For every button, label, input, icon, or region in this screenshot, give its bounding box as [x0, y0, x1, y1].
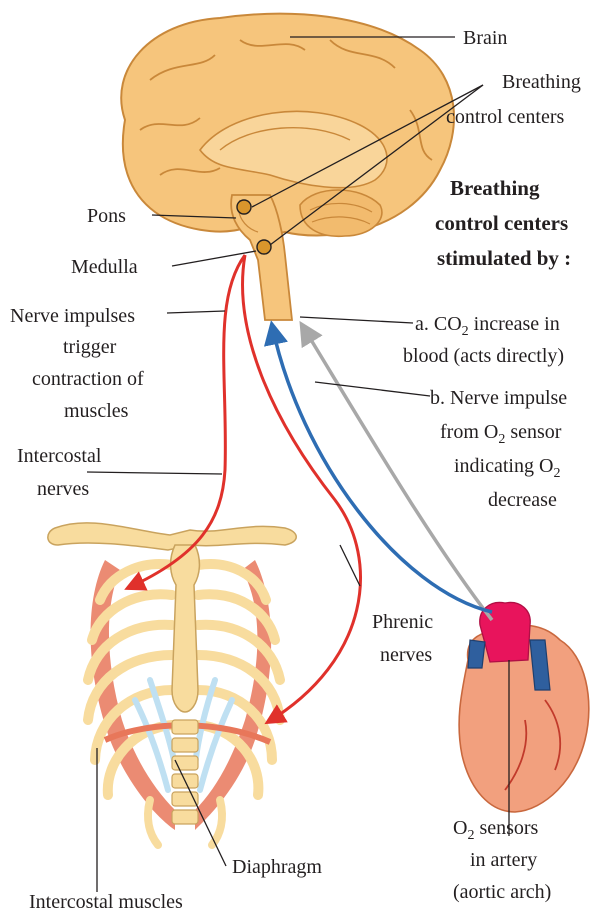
stimulated-heading-line3: stimulated by : [437, 246, 571, 270]
intercostal-muscles-label: Intercostal muscles [29, 891, 183, 913]
pons-label: Pons [87, 205, 126, 227]
medulla-control-center [257, 240, 271, 254]
o2-stimulus-line1: b. Nerve impulse [430, 387, 567, 409]
nerve-impulses-label-line4: muscles [64, 400, 129, 422]
nerve-impulses-label-line1: Nerve impulses [10, 305, 135, 327]
o2-sensors-label-line1: O2 sensors [453, 817, 539, 843]
stimulated-heading-line2: control centers [435, 211, 568, 235]
o2-stimulus-line3: indicating O2 [454, 455, 560, 481]
brain-illustration [121, 14, 454, 320]
rib-cage-illustration [48, 523, 296, 845]
co2-stimulus-line1: a. CO2 increase in [415, 313, 560, 339]
nerve-impulses-label-line3: contraction of [32, 368, 144, 390]
co2-stimulus-line2: blood (acts directly) [403, 345, 564, 367]
intercostal-nerves-label-line2: nerves [37, 478, 89, 500]
o2-sensors-label-line2: in artery [470, 849, 537, 871]
brain-label: Brain [463, 27, 507, 49]
stimulated-heading-line1: Breathing [450, 176, 540, 200]
breathing-centers-label-line2: control centers [446, 106, 564, 128]
pons-control-center [237, 200, 251, 214]
diaphragm-label: Diaphragm [232, 856, 322, 878]
o2-sensors-label-line3: (aortic arch) [453, 881, 551, 903]
intercostal-nerves-label-line1: Intercostal [17, 445, 102, 467]
o2-stimulus-line2: from O2 sensor [440, 421, 562, 447]
phrenic-nerves-label-line2: nerves [380, 644, 432, 666]
phrenic-nerves-label-line1: Phrenic [372, 611, 433, 633]
medulla-label: Medulla [71, 256, 138, 278]
heart-illustration [459, 602, 589, 812]
nerve-impulses-label-line2: trigger [63, 336, 117, 358]
o2-stimulus-line4: decrease [488, 489, 557, 511]
breathing-centers-label-line1: Breathing [502, 71, 581, 93]
